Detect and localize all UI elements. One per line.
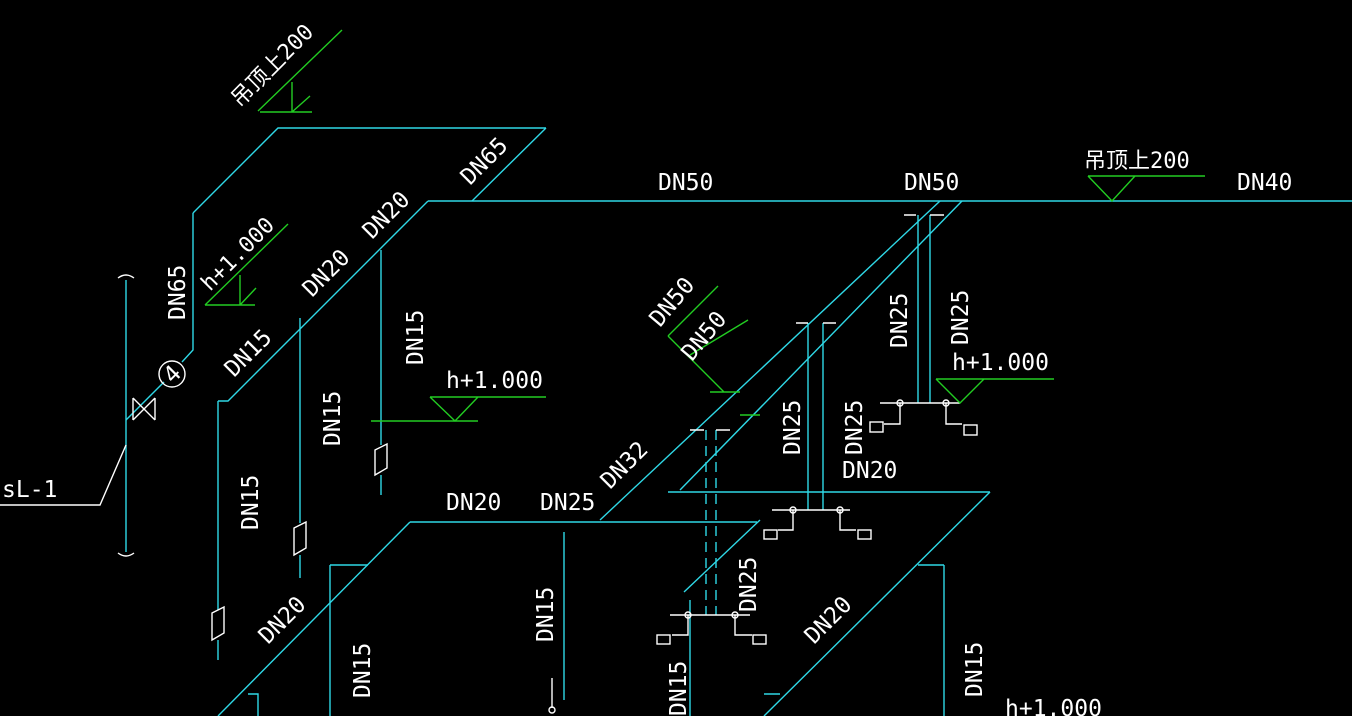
water-meter-symbol bbox=[158, 360, 186, 388]
fixture-right bbox=[869, 399, 978, 436]
pipe-dn65-riser bbox=[181, 213, 194, 363]
label-dn15-lower-d: DN15 bbox=[962, 642, 988, 697]
label-dn15-vert-c: DN15 bbox=[238, 475, 264, 530]
label-dn20-m: DN20 bbox=[842, 458, 897, 484]
label-dn15-vert-a: DN15 bbox=[403, 310, 429, 365]
gate-valve-icon bbox=[132, 397, 156, 421]
leader-sl1 bbox=[0, 444, 127, 506]
fixture-lower bbox=[656, 611, 767, 645]
label-right-h1000: h+1.000 bbox=[952, 350, 1049, 376]
label-dn25-r2: DN25 bbox=[948, 290, 974, 345]
tick-marks bbox=[690, 214, 944, 431]
label-dn25-m1: DN25 bbox=[780, 400, 806, 455]
pipe-network bbox=[0, 127, 1352, 716]
label-right-hang: 吊顶上200 bbox=[1084, 149, 1190, 174]
bottom-node-circle bbox=[548, 706, 556, 714]
label-dn15-vert-b: DN15 bbox=[320, 391, 346, 446]
label-dn50-main-b: DN50 bbox=[904, 170, 959, 196]
break-mark-bottom bbox=[117, 552, 135, 557]
label-dn25-m2: DN25 bbox=[842, 400, 868, 455]
break-mark-top bbox=[117, 274, 135, 279]
pipe-dn20-diagonal bbox=[218, 200, 429, 402]
label-dn20-bottom: DN20 bbox=[446, 490, 501, 516]
label-dn25-r1: DN25 bbox=[887, 293, 913, 348]
valve-symbol-c bbox=[374, 442, 388, 477]
valve-symbol-b bbox=[293, 520, 307, 557]
pipe-dn50-diagonal-a bbox=[599, 200, 941, 521]
label-dn15-lower-b: DN15 bbox=[533, 587, 559, 642]
label-riser-sl1: sL-1 bbox=[2, 477, 57, 503]
pipe-dn15-lower-a bbox=[329, 564, 368, 716]
label-dn50-main-a: DN50 bbox=[658, 170, 713, 196]
label-dn25-lower: DN25 bbox=[736, 557, 762, 612]
elevation-markers bbox=[204, 29, 1205, 422]
label-left-dn65: DN65 bbox=[165, 265, 191, 320]
label-dn15-lower-a: DN15 bbox=[350, 643, 376, 698]
pipe-dn20-mid-diag bbox=[763, 491, 991, 716]
label-bottom-h1000: h+1.000 bbox=[1005, 696, 1102, 716]
pipe-dn50-diagonal-b bbox=[679, 200, 963, 491]
pipe-bottom-stub bbox=[248, 693, 780, 716]
pipe-dn25-lower-diag bbox=[683, 519, 761, 593]
label-mid-h1000: h+1.000 bbox=[446, 368, 543, 394]
pipe-dn20-lower-diag bbox=[217, 521, 411, 716]
valve-symbol-a bbox=[211, 605, 225, 642]
pipe-dn65-top bbox=[192, 127, 547, 214]
pipe-dn15-lower-c bbox=[918, 564, 945, 716]
label-dn15-lower-c: DN15 bbox=[666, 661, 692, 716]
fixture-mid bbox=[763, 506, 872, 540]
label-dn25-bottom: DN25 bbox=[540, 490, 595, 516]
label-dn40: DN40 bbox=[1237, 170, 1292, 196]
